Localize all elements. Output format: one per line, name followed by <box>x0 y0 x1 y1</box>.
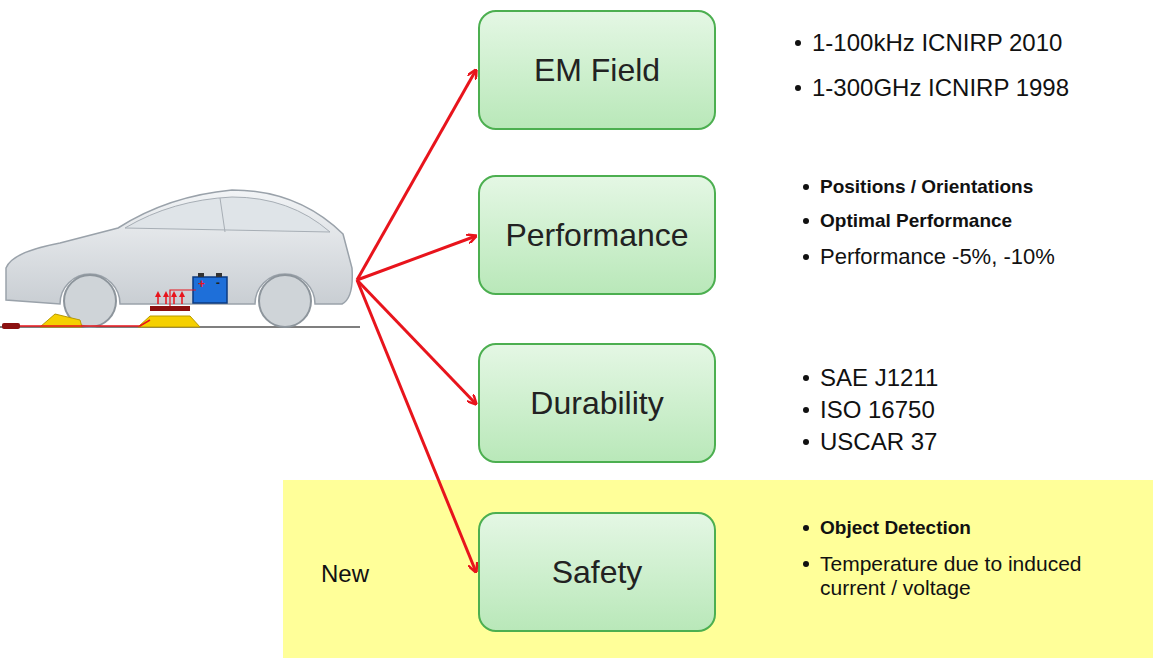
box-label: EM Field <box>534 52 660 89</box>
category-box: Performance <box>478 175 716 295</box>
box-label: Performance <box>505 217 688 254</box>
bullet-dot <box>803 407 809 413</box>
bullet-text: Performance -5%, -10% <box>820 244 1055 269</box>
bullet-text: ISO 16750 <box>820 396 935 424</box>
battery-sign: + <box>198 278 205 292</box>
bullet-text: Positions / Orientations <box>820 176 1033 198</box>
bullet-text: 1-100kHz ICNIRP 2010 <box>812 29 1062 57</box>
bullet-dot <box>795 40 801 46</box>
red-arrows <box>357 70 476 404</box>
bullet-dot <box>803 254 809 260</box>
category-box: Durability <box>478 343 716 463</box>
bullet-dot <box>803 375 809 381</box>
box-label: Durability <box>530 385 663 422</box>
bullet-text: Object Detection <box>820 517 971 539</box>
car-illustration <box>0 190 360 329</box>
category-box: EM Field <box>478 10 716 130</box>
band-label: New <box>321 560 369 588</box>
bullet-dot <box>795 85 801 91</box>
battery-sign: - <box>216 277 220 291</box>
bullet-dot <box>803 439 809 445</box>
bullet-dot <box>803 184 809 190</box>
category-box: Safety <box>478 512 716 632</box>
bullet-text: 1-300GHz ICNIRP 1998 <box>812 74 1069 102</box>
bullet-text: Temperature due to induced current / vol… <box>820 552 1120 600</box>
bullet-dot <box>803 218 809 224</box>
bullet-text: SAE J1211 <box>820 364 938 392</box>
bullet-text: USCAR 37 <box>820 428 937 456</box>
bullet-text: Optimal Performance <box>820 210 1012 232</box>
box-label: Safety <box>552 554 643 591</box>
bullet-dot <box>803 525 809 531</box>
